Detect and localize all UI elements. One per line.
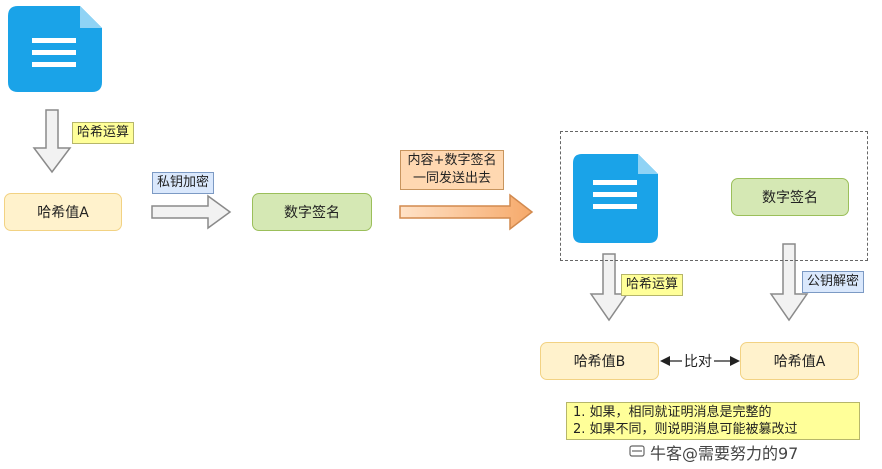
arrow-down-icon bbox=[769, 243, 809, 322]
result-note: 1. 如果，相同就证明消息是完整的 2. 如果不同，则说明消息可能被篡改过 bbox=[566, 402, 860, 440]
hash-value-a-node: 哈希值A bbox=[4, 193, 122, 231]
public-key-decrypt-label: 公钥解密 bbox=[802, 271, 865, 293]
watermark-text: 牛客@需要努力的97 bbox=[650, 444, 799, 463]
watermark-logo-icon bbox=[629, 445, 645, 457]
arrow-right-icon bbox=[151, 194, 232, 230]
document-icon bbox=[8, 6, 102, 92]
hash-operation-label-2: 哈希运算 bbox=[621, 274, 684, 296]
send-arrow-icon bbox=[399, 193, 534, 231]
hash-value-b-node: 哈希值B bbox=[540, 342, 659, 380]
hash-value-a-decrypted-node: 哈希值A bbox=[740, 342, 859, 380]
digital-signature-node: 数字签名 bbox=[252, 193, 372, 231]
result-note-line2: 2. 如果不同，则说明消息可能被篡改过 bbox=[573, 422, 798, 437]
document-icon bbox=[573, 154, 658, 243]
send-together-line2: 一同发送出去 bbox=[412, 171, 491, 186]
hash-operation-label: 哈希运算 bbox=[72, 122, 135, 144]
private-key-encrypt-label: 私钥加密 bbox=[152, 172, 215, 194]
digital-signature-node-received: 数字签名 bbox=[731, 178, 849, 216]
arrow-down-icon bbox=[32, 109, 72, 174]
result-note-line1: 1. 如果，相同就证明消息是完整的 bbox=[573, 405, 772, 420]
received-message-frame bbox=[560, 131, 868, 261]
send-together-label: 内容+数字签名 一同发送出去 bbox=[400, 150, 504, 190]
send-together-line1: 内容+数字签名 bbox=[407, 153, 497, 168]
compare-label: 比对 bbox=[682, 351, 714, 371]
